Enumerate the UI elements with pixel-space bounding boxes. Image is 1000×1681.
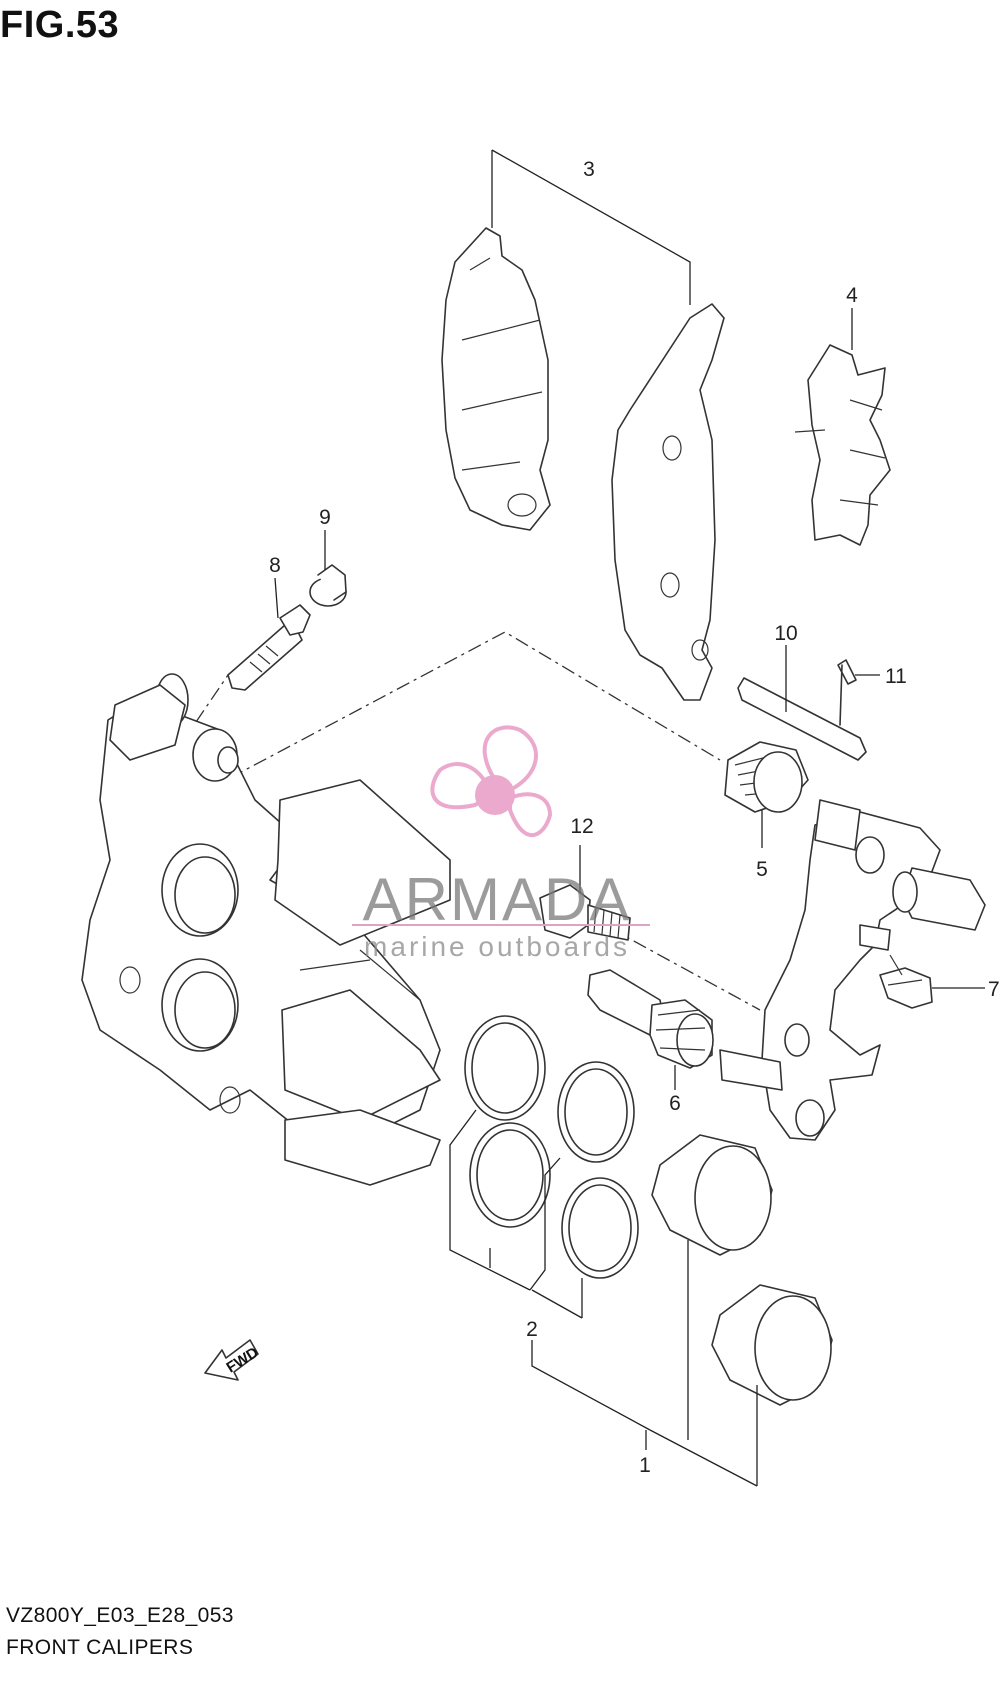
callout-2: 2 <box>526 1318 538 1341</box>
leader-3b <box>491 149 691 305</box>
callout-11: 11 <box>885 665 907 688</box>
leader-1c <box>649 1429 758 1487</box>
pad-spring <box>794 344 891 546</box>
pin-clip <box>837 659 857 726</box>
caliper-piston-lower <box>711 1284 833 1406</box>
caliper-housing <box>81 673 451 1186</box>
callout-1: 1 <box>639 1454 651 1477</box>
bleeder-alignment-line <box>195 674 229 723</box>
bleeder-cap <box>309 564 347 607</box>
callout-12: 12 <box>570 815 593 838</box>
callout-9: 9 <box>319 506 331 529</box>
callout-7: 7 <box>988 978 1000 1001</box>
caliper-piston-upper <box>651 1134 773 1256</box>
forward-direction-arrow: FWD <box>204 1339 262 1381</box>
bleeder-valve <box>227 604 311 691</box>
callout-10: 10 <box>774 622 797 645</box>
model-code-label: VZ800Y_E03_E28_053 <box>6 1604 234 1627</box>
callout-5: 5 <box>756 858 768 881</box>
slide-pin-boot <box>724 741 809 813</box>
figure-title: FIG.53 <box>0 4 120 46</box>
callout-3: 3 <box>583 158 595 181</box>
brake-pad-outer <box>441 227 551 531</box>
pad-pin <box>737 677 867 761</box>
section-name-label: FRONT CALIPERS <box>6 1636 194 1659</box>
brake-pad-inner <box>611 303 725 701</box>
callout-4: 4 <box>846 284 858 307</box>
callout-8: 8 <box>269 554 281 577</box>
piston-seal-set <box>464 1015 639 1279</box>
caliper-bracket <box>719 799 986 1141</box>
leader-2e <box>531 1289 583 1319</box>
bracket-retainer-clip <box>879 954 933 1009</box>
caliper-alignment-line <box>229 631 721 779</box>
armada-watermark: ARMADA marine outboards <box>352 725 650 962</box>
watermark-tagline: marine outboards <box>364 931 630 962</box>
leader-2c <box>529 1157 561 1291</box>
callout-6: 6 <box>669 1092 681 1115</box>
slide-pin <box>587 969 714 1069</box>
watermark-brand: ARMADA <box>363 866 632 933</box>
propeller-logo-icon <box>430 725 553 837</box>
bolt-alignment-line <box>609 927 761 1011</box>
leader-2a <box>449 1109 531 1291</box>
leader-2-to-1 <box>531 1340 651 1431</box>
leader-8 <box>274 577 279 619</box>
